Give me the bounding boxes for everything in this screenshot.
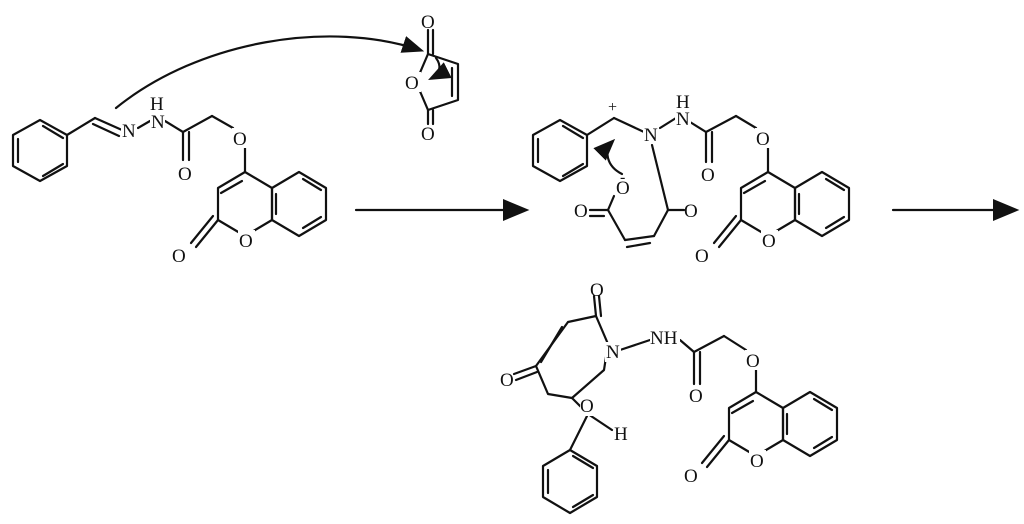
atom-o-anhydride-ring: O <box>405 73 419 94</box>
atom-h1: H <box>150 94 164 115</box>
benzene-ring <box>541 448 599 515</box>
atom-o-anhydride-bottom: O <box>421 124 435 145</box>
coumarin-core <box>700 390 839 469</box>
atom-n-int2: N <box>676 109 690 130</box>
atom-n-int: N <box>644 125 658 146</box>
atom-o-product-left: O <box>500 370 514 391</box>
carboxylate-charge: - <box>620 169 625 186</box>
atom-o-ether-int: O <box>756 129 770 150</box>
atom-o-ring-int: O <box>762 231 776 252</box>
atom-o-ketone-int: O <box>684 201 698 222</box>
atom-o-oxazepine: O <box>580 396 594 417</box>
atom-o-ether-product: O <box>746 351 760 372</box>
atom-o-carbonyl-int: O <box>701 165 715 186</box>
atom-n1: N <box>122 121 136 142</box>
curved-attack-arrow <box>114 35 425 110</box>
small-curl-arrow <box>428 56 452 80</box>
atom-n-product: N <box>606 342 620 363</box>
atom-o-lactone1: O <box>172 246 186 267</box>
reactant-maleic-anhydride: O O O <box>404 12 460 145</box>
coumarin-core <box>712 170 851 249</box>
ring-closure-arrow <box>593 138 624 176</box>
atom-o-ring1: O <box>239 231 253 252</box>
benzene-ring <box>531 118 589 183</box>
atom-o-carbonyl-product: O <box>689 386 703 407</box>
atom-o-ether1: O <box>233 129 247 150</box>
atom-h-product: H <box>614 424 628 445</box>
atom-o-carboxylate-int: O <box>616 178 630 199</box>
benzene-ring <box>11 118 69 183</box>
coumarin-core <box>189 170 328 249</box>
atom-h-int: H <box>676 92 690 113</box>
atom-o-product-top: O <box>590 280 604 301</box>
atom-o-anhydride-top: O <box>421 12 435 33</box>
atom-o-carboxyl-int: O <box>574 201 588 222</box>
atom-nh-product: NH <box>650 328 678 349</box>
intermediate: + N N H O O O O O O - O <box>531 92 851 267</box>
atom-o-lactone-product: O <box>684 466 698 487</box>
atom-o-carbonyl1: O <box>178 164 192 185</box>
atom-o-ring-product: O <box>750 451 764 472</box>
reactant-hydrazone: N N H O O O O <box>11 94 328 267</box>
product: O O O N NH H O O O O <box>500 280 839 515</box>
atom-n2: N <box>151 112 165 133</box>
carbocation-charge: + <box>608 99 617 116</box>
atom-o-lactone-int: O <box>695 246 709 267</box>
